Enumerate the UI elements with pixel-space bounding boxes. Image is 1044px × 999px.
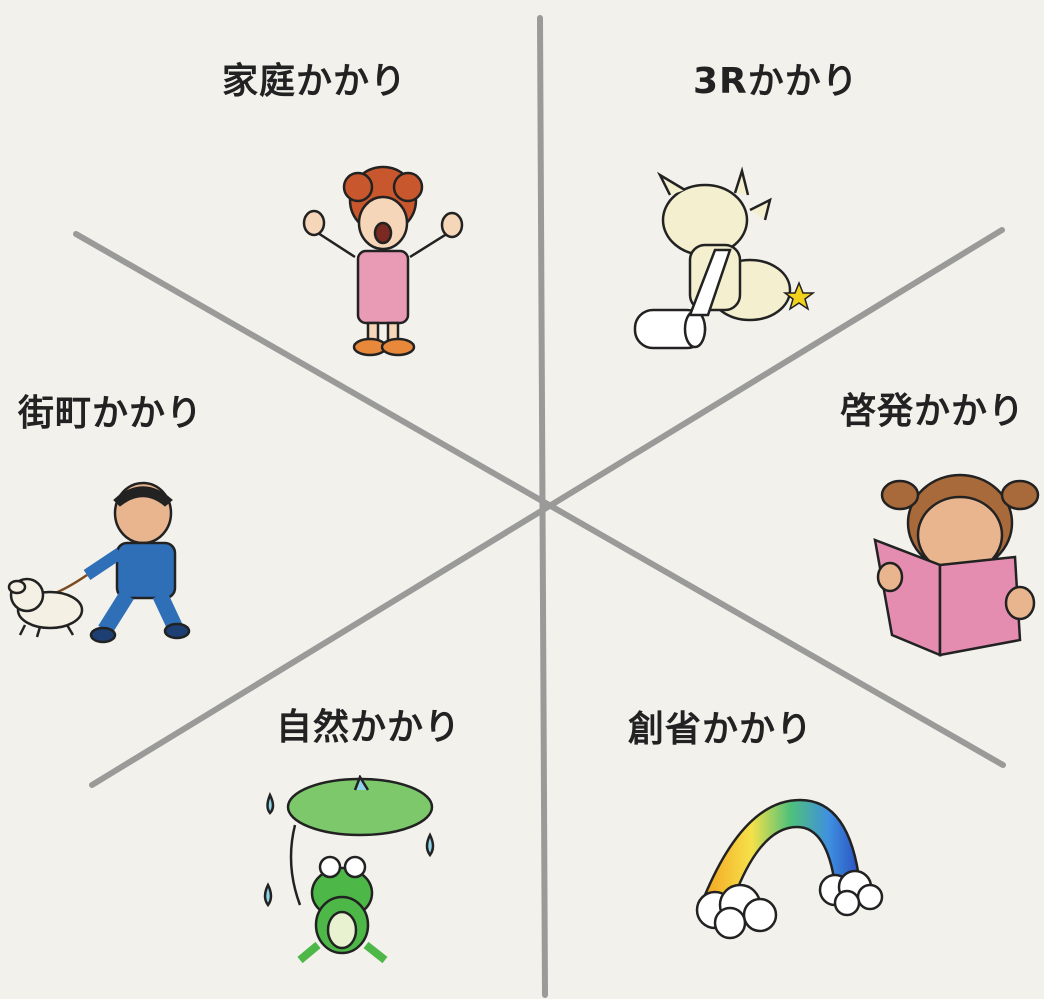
section-label-sousei: 創省かかり xyxy=(628,709,814,750)
section-label-keihatsu: 啓発かかり xyxy=(840,391,1026,432)
shouting-mother-icon xyxy=(302,165,464,357)
divider-diagonal-b xyxy=(89,227,1005,788)
divider-vertical xyxy=(537,15,548,998)
rainbow-icon xyxy=(695,798,884,940)
girl-reading-book-icon xyxy=(873,473,1040,657)
man-walking-dog-icon xyxy=(7,481,191,644)
section-label-3r: 3Rかかり xyxy=(693,61,859,102)
divider-diagonal-a xyxy=(73,231,1006,768)
section-label-shizen: 自然かかり xyxy=(276,707,462,748)
frog-with-leaf-umbrella-icon xyxy=(263,775,435,964)
section-label-katei: 家庭かかり xyxy=(222,61,408,102)
goat-eating-paper-icon xyxy=(633,166,815,350)
section-label-machi: 街町かかり xyxy=(18,393,204,434)
